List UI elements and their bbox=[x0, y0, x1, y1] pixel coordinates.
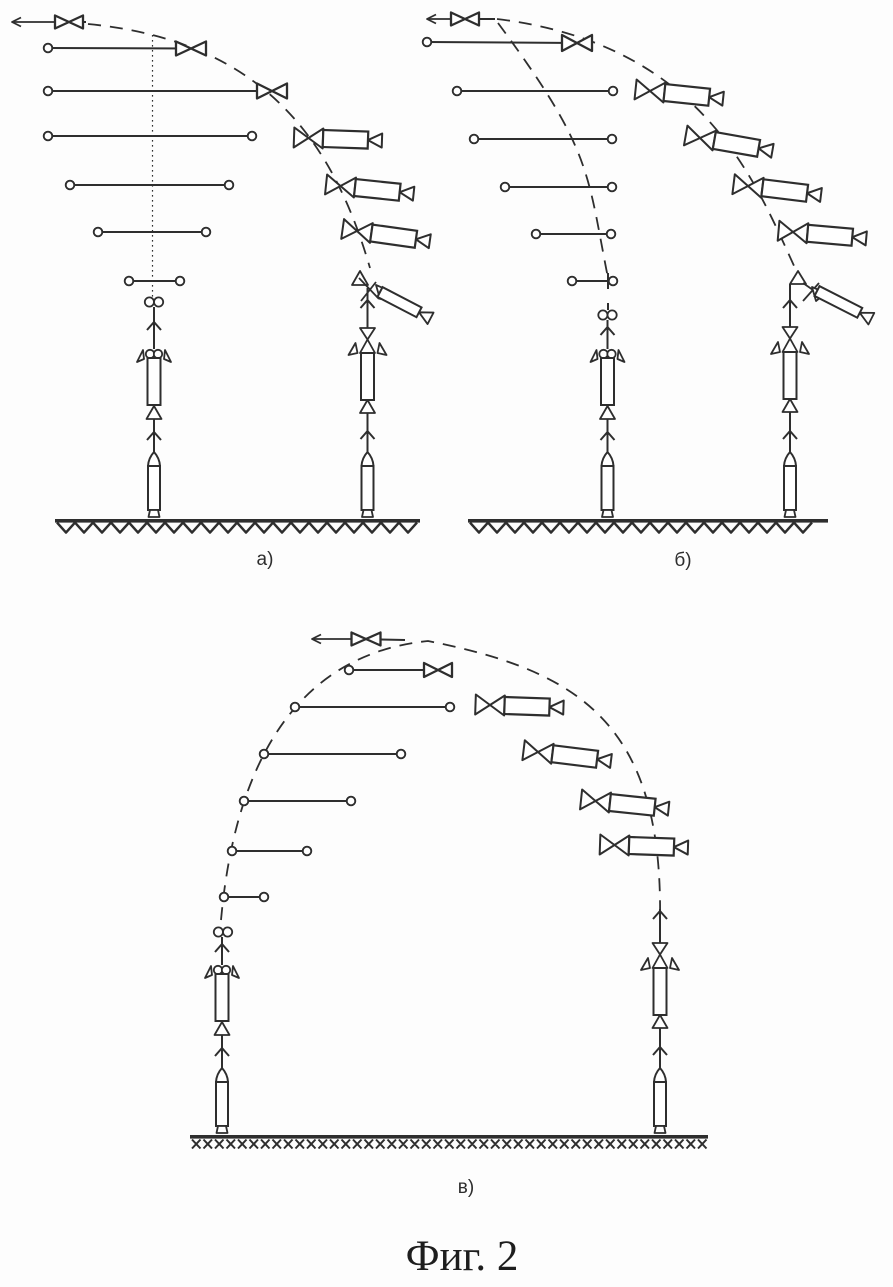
svg-text:Фиг. 2: Фиг. 2 bbox=[406, 1233, 519, 1280]
svg-text:в): в) bbox=[458, 1177, 474, 1198]
svg-text:a): a) bbox=[257, 549, 274, 570]
svg-text:б): б) bbox=[674, 550, 691, 571]
